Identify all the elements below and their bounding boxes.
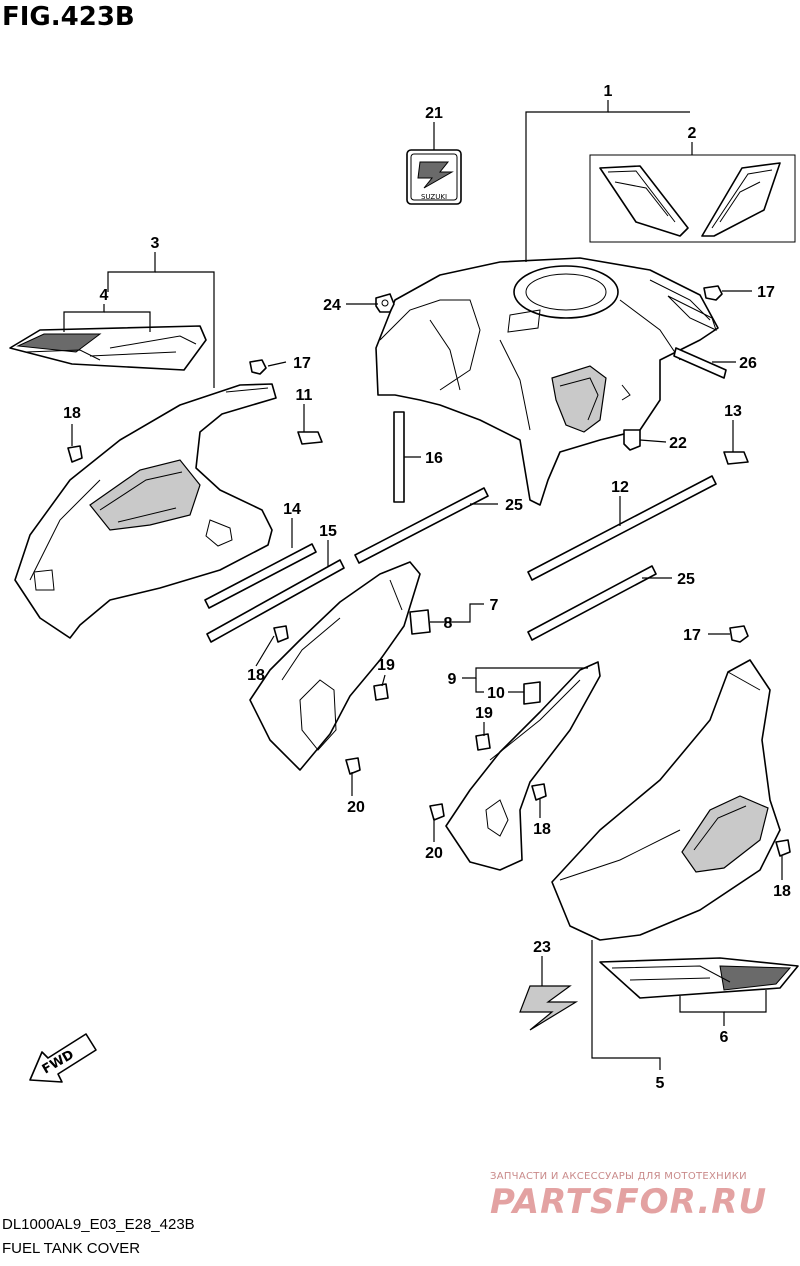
screw-part-20-left[interactable] [345, 757, 361, 775]
callout-2[interactable]: 2 [688, 125, 697, 142]
callout-5[interactable]: 5 [656, 1075, 665, 1092]
emblem-text: SUZUKI [421, 193, 447, 201]
forward-direction-arrow: FWD [29, 1033, 97, 1083]
fuel-tank-cover-part-1[interactable] [375, 257, 719, 506]
emblem-badge-part-21[interactable]: SUZUKI [406, 149, 462, 205]
callout-19-upper[interactable]: 19 [377, 657, 395, 674]
callout-24[interactable]: 24 [323, 297, 341, 314]
callout-14[interactable]: 14 [283, 501, 301, 518]
screw-part-17-left[interactable] [249, 359, 267, 375]
inner-panel-part-9[interactable] [445, 661, 601, 871]
callout-9[interactable]: 9 [448, 671, 457, 688]
screw-part-17-upper-right[interactable] [703, 285, 723, 301]
callout-22[interactable]: 22 [669, 435, 687, 452]
figure-title: FIG.423B [2, 2, 135, 32]
decal-part-4[interactable] [9, 325, 207, 371]
inner-panel-part-7[interactable] [249, 561, 421, 771]
emblem-decal-part-23[interactable] [519, 985, 579, 1031]
watermark-brand: PARTSFOR.RU [490, 1182, 768, 1222]
callout-18-mid-left[interactable]: 18 [247, 667, 265, 684]
callout-21[interactable]: 21 [425, 105, 443, 122]
callout-10[interactable]: 10 [487, 685, 505, 702]
callout-1[interactable]: 1 [604, 83, 613, 100]
callout-3[interactable]: 3 [151, 235, 160, 252]
callout-18-right[interactable]: 18 [773, 883, 791, 900]
callout-26[interactable]: 26 [739, 355, 757, 372]
figure-name: FUEL TANK COVER [2, 1240, 141, 1257]
tank-decals-part-2[interactable] [589, 154, 796, 243]
callout-15[interactable]: 15 [319, 523, 337, 540]
callout-23[interactable]: 23 [533, 939, 551, 956]
nut-part-19-lower[interactable] [475, 733, 491, 751]
leader-lines [63, 100, 783, 1070]
callout-18-left[interactable]: 18 [63, 405, 81, 422]
pad-part-8[interactable] [409, 609, 431, 635]
right-side-cover-part-5[interactable] [551, 659, 781, 941]
callout-17-upper-right[interactable]: 17 [757, 284, 775, 301]
screw-part-20-right[interactable] [429, 803, 445, 821]
callout-20-right[interactable]: 20 [425, 845, 443, 862]
pad-part-11[interactable] [297, 431, 323, 445]
bolt-part-18-mid-right[interactable] [531, 783, 547, 801]
callout-16[interactable]: 16 [425, 450, 443, 467]
bolt-part-18-left[interactable] [67, 445, 83, 463]
nut-part-19-upper[interactable] [373, 683, 389, 701]
trim-rod-part-26[interactable] [673, 347, 727, 379]
bolt-part-18-right[interactable] [775, 839, 791, 857]
callout-11[interactable]: 11 [296, 387, 313, 404]
callout-17-right[interactable]: 17 [683, 627, 701, 644]
callout-6[interactable]: 6 [720, 1029, 729, 1046]
left-side-cover-part-3[interactable] [14, 383, 277, 639]
callout-13[interactable]: 13 [724, 403, 742, 420]
seal-strip-part-14[interactable] [204, 543, 317, 609]
clip-part-24[interactable] [375, 293, 395, 313]
callout-17-left[interactable]: 17 [293, 355, 311, 372]
seal-strip-part-25-upper[interactable] [354, 487, 489, 564]
callout-8[interactable]: 8 [444, 615, 453, 632]
pad-part-10[interactable] [523, 681, 541, 705]
figure-code: DL1000AL9_E03_E28_423B [2, 1216, 195, 1233]
screw-part-17-right[interactable] [729, 625, 749, 643]
decal-part-6[interactable] [599, 957, 799, 999]
callout-12[interactable]: 12 [611, 479, 629, 496]
callout-25-lower[interactable]: 25 [677, 571, 695, 588]
seal-strip-part-16[interactable] [393, 411, 405, 503]
clip-part-22[interactable] [623, 429, 641, 451]
callout-19-lower[interactable]: 19 [475, 705, 493, 722]
seal-strip-part-25-lower[interactable] [527, 565, 657, 641]
callout-20-left[interactable]: 20 [347, 799, 365, 816]
callout-labels: 1 2 3 4 5 6 7 8 9 10 11 12 13 14 15 16 1… [63, 83, 791, 1092]
seal-strip-part-15[interactable] [206, 559, 345, 643]
watermark-tagline: ЗАПЧАСТИ И АКСЕССУАРЫ ДЛЯ МОТОТЕХНИКИ [490, 1171, 747, 1182]
callout-4[interactable]: 4 [100, 287, 109, 304]
bolt-part-18-mid-left[interactable] [273, 625, 289, 643]
callout-7[interactable]: 7 [490, 597, 499, 614]
callout-18-mid-right[interactable]: 18 [533, 821, 551, 838]
pad-part-13[interactable] [723, 451, 749, 465]
callout-25-upper[interactable]: 25 [505, 497, 523, 514]
seal-strip-part-12[interactable] [527, 475, 717, 581]
